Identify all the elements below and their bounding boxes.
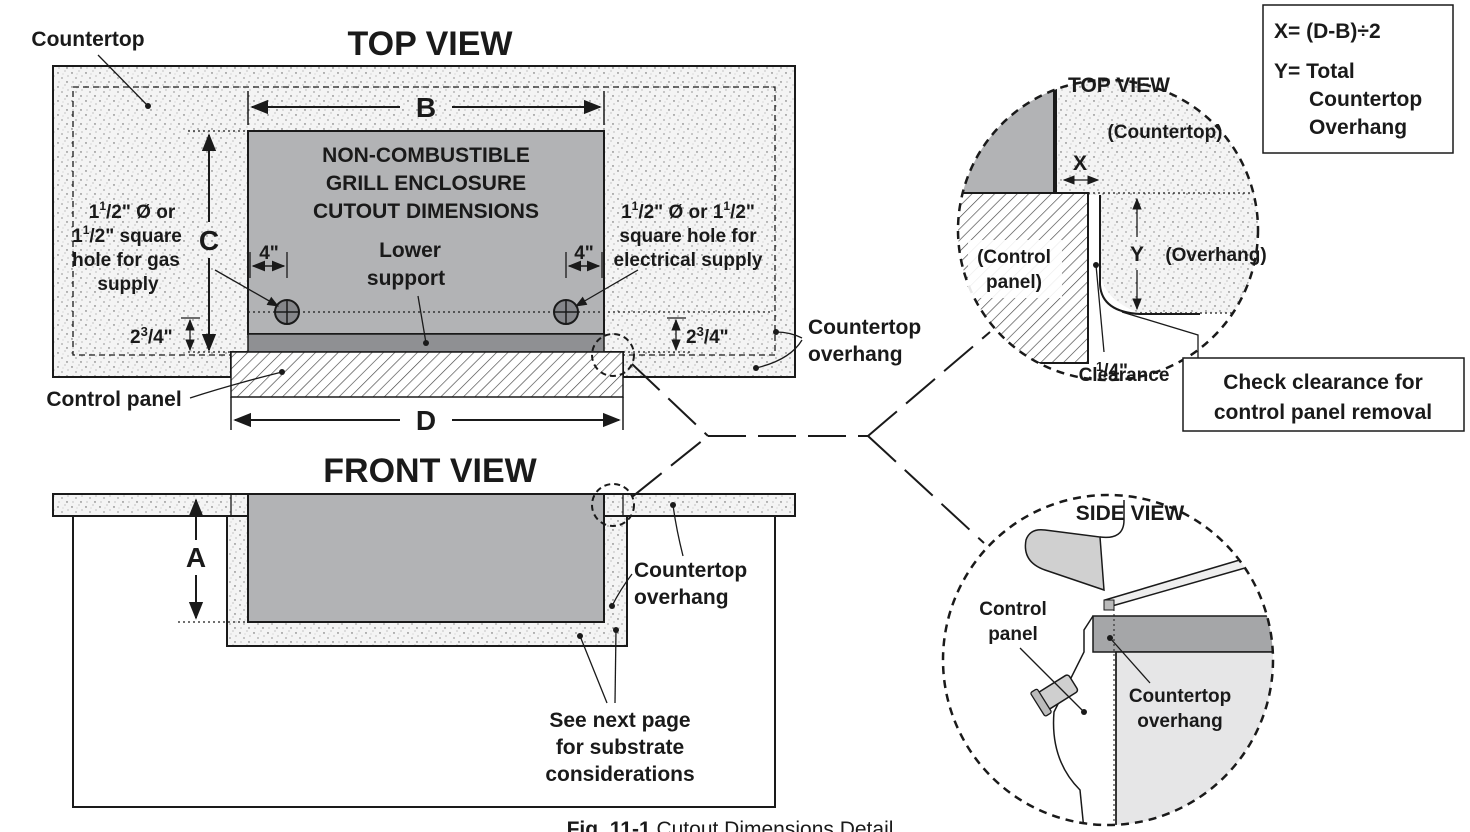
figure-caption: Fig. 11-1 Cutout Dimensions Detail [567, 818, 894, 832]
dimension-y-label: Y [1130, 243, 1144, 266]
side-control-label-line1: Control [979, 599, 1047, 620]
formula-legend: X= (D-B)÷2 Y= Total Countertop Overhang [1262, 4, 1454, 154]
front-overhang-label-line2: overhang [634, 586, 729, 609]
gas-supply-label-line2: 11/2" square [72, 223, 182, 247]
legend-x-formula: X= (D-B)÷2 [1274, 20, 1381, 43]
control-panel-label: Control panel [46, 388, 181, 411]
dimension-b-label: B [416, 92, 436, 123]
dimension-2-3-4-left: 23/4" [130, 324, 173, 348]
substrate-note-line3: considerations [545, 763, 694, 786]
dimension-c-label: C [199, 225, 219, 256]
top-view-title: TOP VIEW [347, 25, 513, 63]
enclosure-cutout [247, 130, 605, 335]
front-overhang-label-line1: Countertop [634, 559, 747, 582]
detail-side-circle [941, 493, 1275, 827]
dimension-4in-right: 4" [574, 243, 594, 264]
clearance-fraction: 1/4" [1096, 359, 1128, 382]
electrical-supply-label-line1: 11/2" Ø or 11/2" [621, 199, 755, 223]
check-clearance-box: Check clearance for control panel remova… [1121, 311, 1465, 432]
countertop-label: Countertop [31, 28, 144, 51]
lower-support-label-line2: support [367, 267, 445, 290]
control-panel-shape [230, 351, 624, 398]
electrical-supply-label-line3: electrical supply [614, 250, 763, 271]
front-view-title: FRONT VIEW [323, 452, 537, 490]
detail-top-title: TOP VIEW [1068, 74, 1170, 97]
check-clearance-line2: control panel removal [1214, 401, 1432, 424]
top-detail-callout-circle [591, 333, 635, 377]
enclosure-label-line3: CUTOUT DIMENSIONS [313, 200, 539, 223]
enclosure-label-line2: GRILL ENCLOSURE [326, 172, 526, 195]
detail-control-label-line1: (Control [977, 247, 1051, 268]
detail-top-circle [956, 78, 1260, 382]
gas-hole-icon [274, 299, 300, 325]
check-clearance-line1: Check clearance for [1223, 371, 1423, 394]
front-enclosure-cutout [247, 493, 605, 623]
clearance-label: Clearance [1079, 365, 1170, 386]
dimension-a-label: A [186, 542, 206, 573]
legend-y-line3: Overhang [1309, 116, 1407, 139]
enclosure-label-line1: NON-COMBUSTIBLE [322, 144, 530, 167]
legend-y-line2: Countertop [1309, 88, 1422, 111]
gas-supply-label-line4: supply [97, 274, 159, 295]
front-detail-callout-circle [591, 483, 635, 527]
detail-top-view: TOP VIEW (Countertop) X Y (Overhang) (Co… [956, 74, 1267, 386]
top-view: TOP VIEW B C D NON-COMBUSTIBLE GRILL ENC… [31, 25, 921, 436]
detail-overhang-label: (Overhang) [1165, 245, 1266, 266]
detail-countertop-label: (Countertop) [1107, 122, 1222, 143]
detail-connectors [631, 331, 991, 544]
lower-support-label-line1: Lower [379, 239, 441, 262]
gas-supply-label-line1: 11/2" Ø or [89, 199, 176, 223]
gas-supply-label-line3: hole for gas [72, 250, 180, 271]
side-overhang-label-line1: Countertop [1129, 686, 1231, 707]
side-control-label-line2: panel [988, 624, 1038, 645]
top-overhang-label-line1: Countertop [808, 316, 921, 339]
side-overhang-label-line2: overhang [1137, 711, 1223, 732]
electrical-supply-label-line2: square hole for [619, 226, 757, 247]
detail-side-view: SIDE VIEW Control panel Countertop overh… [941, 493, 1275, 827]
detail-control-label-line2: panel) [986, 272, 1042, 293]
dimension-x-label: X [1073, 152, 1087, 175]
dimension-4in-left: 4" [259, 243, 279, 264]
dimension-d-label: D [416, 405, 436, 436]
side-view-title: SIDE VIEW [1076, 502, 1185, 525]
top-overhang-label-line2: overhang [808, 343, 903, 366]
legend-y-line1: Y= Total [1274, 60, 1355, 83]
substrate-note-line1: See next page [549, 709, 690, 732]
substrate-note-line2: for substrate [556, 736, 684, 759]
front-island-outline [72, 516, 776, 808]
front-view: FRONT VIEW A Countertop overhang See nex… [52, 452, 796, 808]
electrical-hole-icon [553, 299, 579, 325]
dimension-2-3-4-right: 23/4" [686, 324, 729, 348]
